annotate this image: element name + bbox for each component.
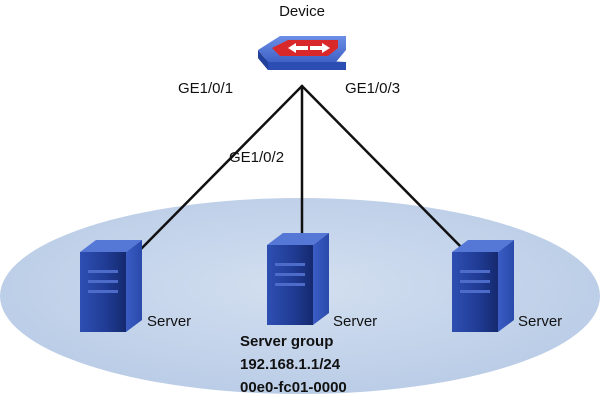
server-icon — [80, 240, 142, 332]
server-1[interactable] — [80, 240, 142, 332]
server-2[interactable] — [267, 233, 329, 325]
server-group-title: Server group — [240, 333, 333, 350]
link-line-3 — [300, 84, 468, 254]
link-line-1 — [136, 84, 304, 254]
server-label-1: Server — [147, 313, 191, 330]
device-switch[interactable] — [258, 36, 346, 70]
device-label: Device — [279, 3, 325, 20]
server-label-3: Server — [518, 313, 562, 330]
connection-lines — [136, 84, 468, 254]
server-group-ip: 192.168.1.1/24 — [240, 356, 341, 373]
switch-icon — [258, 36, 346, 70]
server-3[interactable] — [452, 240, 514, 332]
server-label-2: Server — [333, 313, 377, 330]
port-label-3: GE1/0/3 — [345, 80, 400, 97]
server-icon — [267, 233, 329, 325]
port-label-2: GE1/0/2 — [229, 149, 284, 166]
server-icon — [452, 240, 514, 332]
port-label-1: GE1/0/1 — [178, 80, 233, 97]
server-group-mac: 00e0-fc01-0000 — [240, 379, 347, 396]
